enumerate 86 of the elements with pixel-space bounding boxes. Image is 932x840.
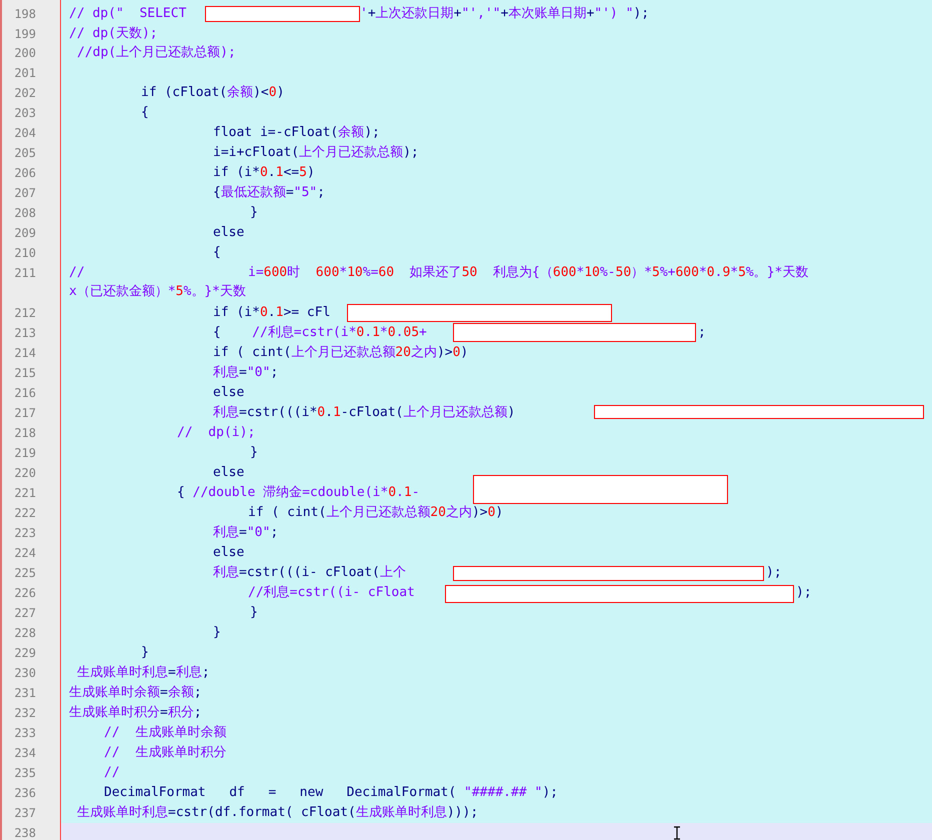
line-number: 226	[13, 585, 36, 601]
line-number: 238	[13, 825, 36, 840]
code-line: {最低还款额="5";	[213, 184, 325, 201]
line-number: 231	[13, 685, 36, 701]
line-number: 202	[13, 85, 36, 101]
code-line: 生成账单时积分=积分;	[69, 704, 202, 721]
code-line: { //double 滞纳金=cdouble(i*0.1-	[177, 484, 420, 501]
code-line: 生成账单时利息=cstr(df.format( cFloat(生成账单时利息)));	[77, 804, 478, 821]
line-number: 204	[13, 125, 36, 141]
code-line: {	[213, 244, 221, 261]
code-line: }	[250, 204, 258, 221]
line-number: 205	[13, 145, 36, 161]
code-line: else	[213, 384, 244, 401]
line-number: 198	[13, 6, 36, 22]
code-line: }	[250, 444, 258, 461]
line-number: 210	[13, 245, 36, 261]
code-line: '+上次还款日期+"','"+本次账单日期+"') ");	[360, 5, 650, 22]
code-line: 利息=cstr(((i*0.1-cFloat(上个月已还款总额)	[213, 404, 516, 421]
line-number: 217	[13, 405, 36, 421]
code-line: 生成账单时余额=余额;	[69, 684, 202, 701]
line-number: 200	[13, 45, 36, 61]
code-line: //	[104, 764, 120, 781]
line-number: 199	[13, 26, 36, 42]
line-number: 212	[13, 305, 36, 321]
line-number: 218	[13, 425, 36, 441]
code-line: );	[766, 564, 782, 581]
line-number: 203	[13, 105, 36, 121]
line-number: 201	[13, 65, 36, 81]
line-number: 216	[13, 385, 36, 401]
line-number: 219	[13, 445, 36, 461]
line-number: 234	[13, 745, 36, 761]
line-number: 206	[13, 165, 36, 181]
code-line: //dp(上个月已还款总额);	[77, 44, 236, 61]
code-line: if ( cint(上个月已还款总额20之内)>0)	[213, 344, 468, 361]
code-line: // 生成账单时积分	[104, 744, 226, 761]
code-line: else	[213, 464, 244, 481]
line-number: 213	[13, 325, 36, 341]
line-number: 227	[13, 605, 36, 621]
line-number: 222	[13, 505, 36, 521]
line-number: 221	[13, 485, 36, 501]
line-number: 235	[13, 765, 36, 781]
line-number: 215	[13, 365, 36, 381]
code-line: {	[141, 104, 149, 121]
line-number: 236	[13, 785, 36, 801]
line-number: 228	[13, 625, 36, 641]
line-number: 220	[13, 465, 36, 481]
code-line: }	[213, 624, 221, 641]
code-line: else	[213, 224, 244, 241]
line-number: 214	[13, 345, 36, 361]
code-line: 生成账单时利息=利息;	[77, 664, 210, 681]
code-line: }	[141, 644, 149, 661]
code-line: if ( cint(上个月已还款总额20之内)>0)	[248, 504, 504, 521]
code-line: 利息="0";	[213, 364, 278, 381]
line-number: 232	[13, 705, 36, 721]
line-number: 209	[13, 225, 36, 241]
code-line: ;	[698, 324, 706, 341]
line-number: 229	[13, 645, 36, 661]
line-number: 223	[13, 525, 36, 541]
code-line: { //利息=cstr(i*0.1*0.05+	[213, 324, 427, 341]
line-number: 208	[13, 205, 36, 221]
code-line: if (i*0.1>= cFl	[213, 304, 330, 321]
code-line: else	[213, 544, 244, 561]
code-line: DecimalFormat df = new DecimalFormat( "####.## ");	[104, 784, 558, 801]
code-line: );	[796, 584, 812, 601]
line-number: 207	[13, 185, 36, 201]
code-line: // dp(天数);	[69, 25, 158, 42]
line-number: 233	[13, 725, 36, 741]
code-line: // dp(" SELECT	[69, 5, 186, 22]
code-line: //利息=cstr((i- cFloat	[248, 584, 415, 601]
code-line: float i=-cFloat(余额);	[213, 124, 380, 141]
line-number: 225	[13, 565, 36, 581]
line-number: 211	[13, 265, 36, 281]
code-line: if (i*0.1<=5)	[213, 164, 315, 181]
code-line: 利息=cstr(((i- cFloat(上个	[213, 564, 406, 581]
code-line: i=600时 600*10%=60 如果还了50 利息为{（600*10%-50）*5%+600*0.9*5%。}*天数	[248, 264, 808, 281]
line-number: 224	[13, 545, 36, 561]
code-line: }	[250, 604, 258, 621]
code-line: 利息="0";	[213, 524, 278, 541]
line-number: 237	[13, 805, 36, 821]
code-line: // 生成账单时余额	[104, 724, 226, 741]
code-line: x（已还款金额）*5%。}*天数	[69, 283, 246, 300]
code-line: // dp(i);	[177, 424, 256, 441]
line-number: 230	[13, 665, 36, 681]
code-line: i=i+cFloat(上个月已还款总额);	[213, 144, 419, 161]
code-line: //	[69, 264, 85, 281]
code-line: if (cFloat(余额)<0)	[141, 84, 284, 101]
